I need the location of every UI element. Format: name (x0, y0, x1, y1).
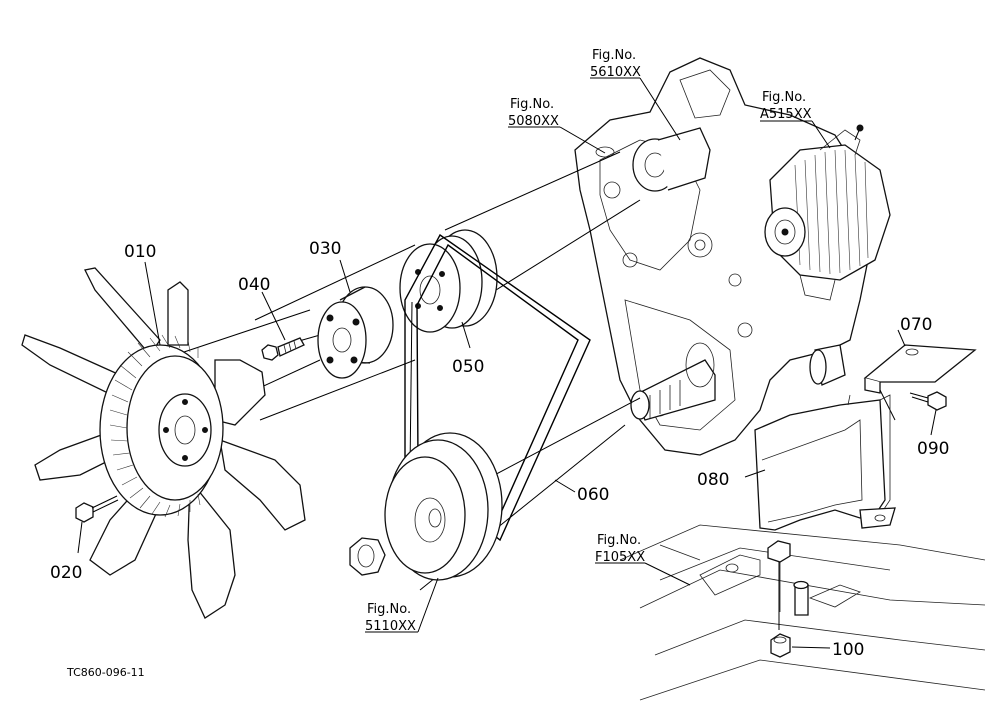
frame-f105 (619, 524, 986, 701)
fig-ref-5080-label: Fig.No. (510, 97, 554, 112)
callout-100: 100 (832, 640, 864, 660)
fig-ref-a515-code: A515XX (760, 107, 812, 122)
leader-lines (77, 77, 937, 649)
crankshaft-nut (349, 537, 386, 576)
belt-cover-080 (754, 394, 896, 531)
fig-ref-5610-code: 5610XX (590, 65, 641, 80)
callout-030: 030 (309, 239, 341, 259)
fig-ref-a515-label: Fig.No. (762, 90, 806, 105)
cooling-fan (21, 267, 306, 619)
callout-010: 010 (124, 242, 156, 262)
fig-ref-5110-label: Fig.No. (367, 602, 411, 617)
bolt-090 (909, 391, 947, 411)
projection-lines (159, 151, 641, 591)
fig-ref-f105-code: F105XX (595, 550, 645, 565)
callout-070: 070 (900, 315, 932, 335)
fig-ref-5110-code: 5110XX (365, 619, 416, 634)
callout-020: 020 (50, 563, 82, 583)
callout-040: 040 (238, 275, 270, 295)
fig-ref-5080-code: 5080XX (508, 114, 559, 129)
callout-080: 080 (697, 470, 729, 490)
crankshaft-pulley (384, 432, 503, 581)
standoff-100 (767, 540, 809, 658)
callout-050: 050 (452, 357, 484, 377)
bracket-070 (863, 344, 977, 421)
figure-references: Fig.No. 5610XX Fig.No. 5080XX Fig.No. A5… (365, 48, 812, 634)
callout-060: 060 (577, 485, 609, 505)
callout-labels: 010 020 030 040 050 060 070 080 090 100 (50, 239, 949, 660)
bolt-020 (75, 495, 119, 523)
fig-ref-f105-label: Fig.No. (597, 533, 641, 548)
alternator (764, 124, 891, 301)
fig-ref-5610-label: Fig.No. (592, 48, 636, 63)
bolt-040 (261, 337, 305, 361)
callout-090: 090 (917, 439, 949, 459)
fan-spacer-030 (317, 286, 394, 379)
drawing-code: TC860-096-11 (66, 666, 145, 679)
